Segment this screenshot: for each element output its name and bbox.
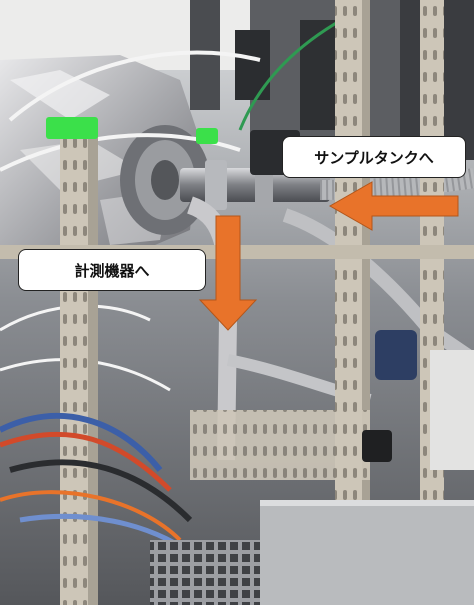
green-tape <box>46 117 98 139</box>
bottom-tank <box>430 350 474 470</box>
callout-to-sample-tank: サンプルタンクへ <box>282 136 466 178</box>
green-tape <box>196 128 218 144</box>
bottom-valve <box>375 330 417 380</box>
callout-to-instruments: 計測機器へ <box>18 249 206 291</box>
cable-bundle <box>0 413 163 472</box>
frame-beam <box>190 410 370 480</box>
floor-grate <box>150 540 260 605</box>
floor-panel <box>260 500 474 605</box>
frame-post <box>60 130 90 605</box>
arrow-to-instruments <box>198 215 258 331</box>
white-tube <box>8 50 261 122</box>
arrow-to-sample-tank <box>328 181 459 231</box>
